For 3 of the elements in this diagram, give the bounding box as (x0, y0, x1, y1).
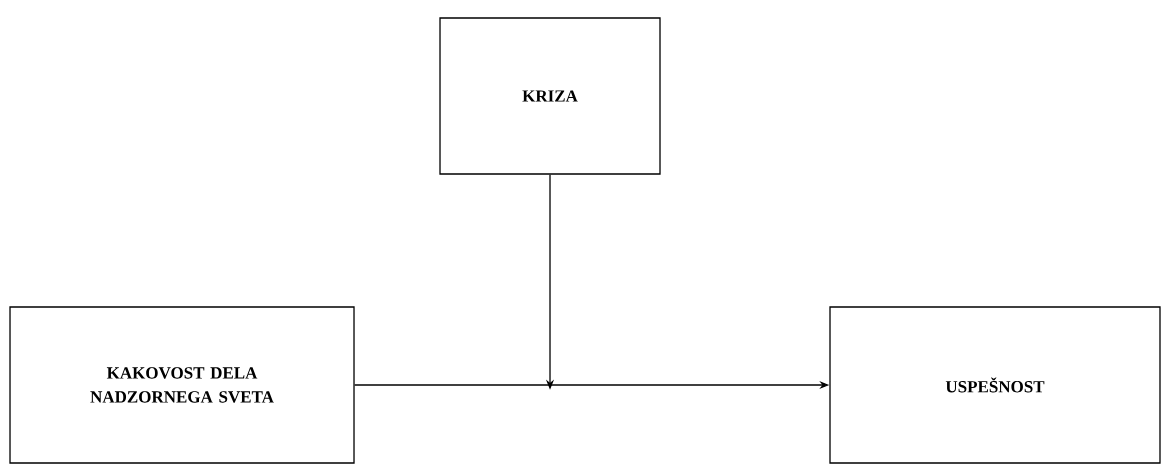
process-box: KRIZA (439, 17, 661, 175)
process-box: KAKOVOST DELA NADZORNEGA SVETA (9, 306, 355, 464)
process-box: USPEŠNOST (829, 306, 1161, 464)
